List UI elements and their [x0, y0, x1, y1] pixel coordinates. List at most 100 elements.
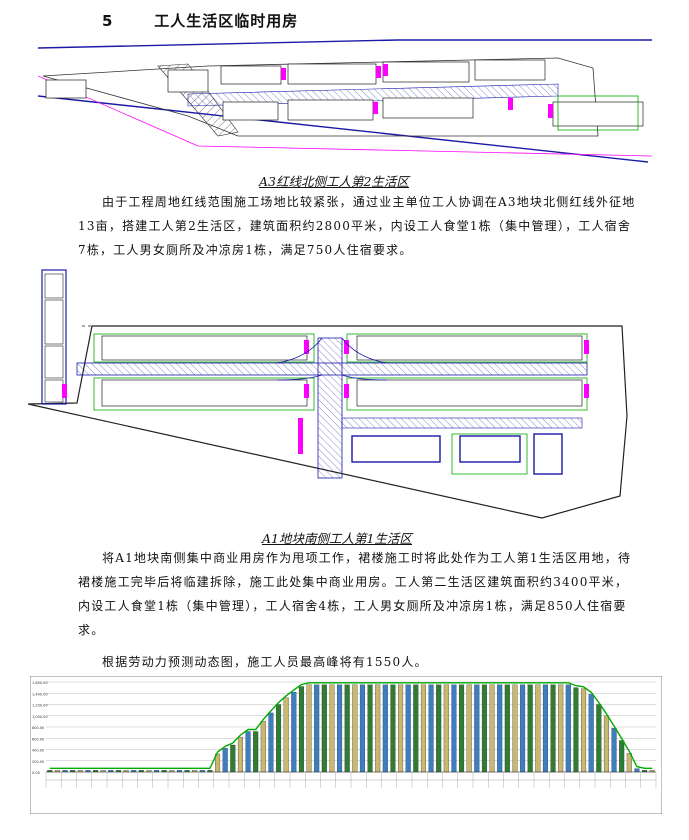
- chart-bar: [581, 688, 587, 773]
- dorm-block: [220, 65, 282, 85]
- chart-bar: [459, 684, 465, 773]
- dorm-block: [287, 63, 377, 85]
- chart-bar: [268, 712, 274, 773]
- chart-bar: [565, 684, 571, 773]
- paragraph-2-text: 将A1地块南侧集中商业用房作为甩项工作，裙楼施工时将此处作为工人第1生活区用地，…: [78, 551, 632, 637]
- canteen-block: [351, 435, 441, 463]
- chart-bar: [405, 684, 411, 773]
- y-tick-label: 1,600.00: [32, 681, 48, 685]
- dorm-block: [474, 59, 546, 81]
- y-tick-label: 0.00: [32, 771, 40, 775]
- chart-bar: [375, 684, 381, 773]
- chart-bar: [306, 684, 312, 773]
- y-tick-label: 600.00: [32, 737, 44, 741]
- labour-forecast-chart: 0.00 200.00 400.00 600.00 800.00 1,000.00 1,20…: [30, 676, 662, 814]
- toilet-block: [45, 79, 87, 99]
- chart-bar: [481, 684, 487, 773]
- chart-bar: [520, 684, 526, 773]
- section-heading: 5 工人生活区临时用房: [102, 10, 298, 31]
- dorm-block: [101, 379, 308, 407]
- chart-bar: [413, 684, 419, 773]
- chart-bar: [398, 684, 404, 773]
- chart-bar: [436, 684, 442, 773]
- chart-bar: [420, 684, 426, 773]
- chart-bar: [222, 748, 228, 773]
- chart-bar: [390, 684, 396, 773]
- chart-bar: [466, 684, 472, 773]
- chart-bar: [489, 684, 495, 773]
- chart-bar: [611, 727, 617, 773]
- chart-bar: [329, 684, 335, 773]
- chart-bar: [253, 731, 259, 773]
- dorm-block: [382, 97, 474, 119]
- chart-bar: [451, 684, 457, 773]
- y-tick-label: 400.00: [32, 749, 44, 753]
- chart-bar: [527, 684, 533, 773]
- shower-block: [533, 433, 563, 475]
- chart-x-axis: [45, 771, 657, 788]
- site-boundary: [27, 325, 628, 519]
- section-title: 工人生活区临时用房: [154, 12, 299, 30]
- chart-bar: [474, 684, 480, 773]
- chart-bar: [359, 684, 365, 773]
- chart-bar: [314, 684, 320, 773]
- dorm-block: [287, 99, 374, 121]
- dorm-block: [101, 335, 308, 361]
- chart-bar: [504, 684, 510, 773]
- chart-trend-line: [49, 682, 653, 770]
- chart-bar: [512, 684, 518, 773]
- figure1-caption: A3红线北侧工人第2生活区: [259, 174, 409, 189]
- paragraph-1-text: 由于工程周地红线范围施工场地比较紧张，通过业主单位工人协调在A3地块北侧红线外征…: [78, 195, 636, 257]
- chart-bar: [603, 715, 609, 773]
- boundary-north: [38, 39, 652, 49]
- y-tick-label: 1,400.00: [32, 692, 48, 696]
- paragraph-3-text: 根据劳动力预测动态图，施工人员最高峰将有1550人。: [102, 655, 428, 669]
- chart-bar: [344, 684, 350, 773]
- chart-bar: [298, 686, 304, 773]
- chart-bar: [276, 704, 282, 773]
- canteen-block: [552, 101, 644, 127]
- chart-bar: [428, 684, 434, 773]
- chart-bar: [321, 684, 327, 773]
- chart-bar: [367, 684, 373, 773]
- paragraph-1: 由于工程周地红线范围施工场地比较紧张，通过业主单位工人协调在A3地块北侧红线外征…: [78, 190, 638, 262]
- boundary-south: [38, 95, 649, 163]
- left-building-column: [41, 269, 67, 405]
- chart-bar: [619, 740, 625, 773]
- chart-bar: [352, 684, 358, 773]
- dorm-block: [356, 335, 583, 361]
- chart-bar: [573, 687, 579, 773]
- chart-bar: [291, 691, 297, 773]
- chart-bar: [588, 694, 594, 773]
- y-tick-label: 200.00: [32, 760, 44, 764]
- paragraph-3: 根据劳动力预测动态图，施工人员最高峰将有1550人。: [78, 650, 638, 674]
- site-plan-a1: [27, 269, 628, 519]
- chart-bar: [283, 697, 289, 773]
- storage-block: [167, 69, 209, 93]
- toilet-block: [459, 435, 521, 463]
- chart-bar: [245, 731, 251, 773]
- chart-bar: [535, 684, 541, 773]
- chart-bar: [634, 768, 640, 773]
- chart-bar: [550, 684, 556, 773]
- chart-y-ticks: 0.00 200.00 400.00 600.00 800.00 1,000.00 1,20…: [32, 681, 48, 775]
- y-tick-label: 1,200.00: [32, 704, 48, 708]
- dorm-block: [222, 101, 279, 121]
- y-tick-label: 800.00: [32, 726, 44, 730]
- paragraph-2: 将A1地块南侧集中商业用房作为甩项工作，裙楼施工时将此处作为工人第1生活区用地，…: [78, 546, 638, 642]
- chart-bar: [596, 704, 602, 773]
- chart-bar: [237, 736, 243, 773]
- chart-bar: [230, 744, 236, 773]
- section-number: 5: [102, 12, 114, 30]
- chart-bar: [260, 721, 266, 773]
- chart-bar: [542, 684, 548, 773]
- chart-bar: [382, 684, 388, 773]
- chart-bar: [443, 684, 449, 773]
- dorm-block: [382, 61, 470, 83]
- y-tick-label: 1,000.00: [32, 715, 48, 719]
- figure2-caption: A1地块南侧工人第1生活区: [262, 531, 412, 546]
- cross-road: [317, 337, 343, 479]
- chart-bar: [497, 684, 503, 773]
- dorm-block: [356, 379, 583, 407]
- chart-bars: [47, 684, 655, 773]
